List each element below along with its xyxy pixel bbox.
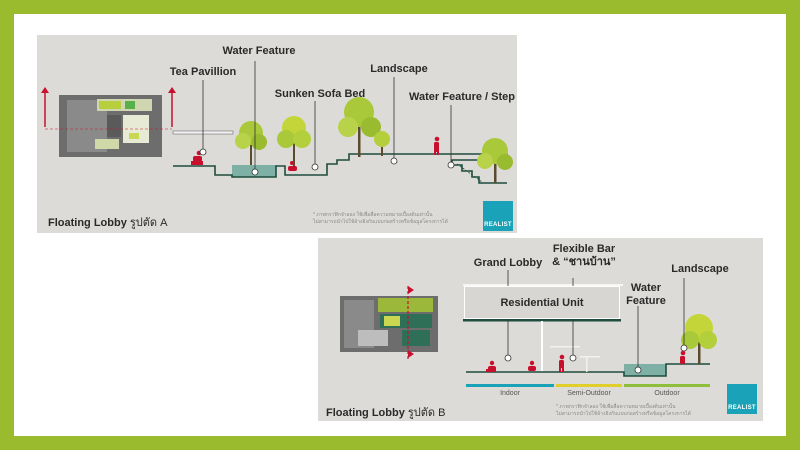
tree-icon <box>477 138 513 183</box>
section-b-ground-line <box>466 363 710 377</box>
caption-title: Floating Lobby <box>326 407 405 419</box>
realist-logo: REALIST <box>483 201 513 231</box>
caption-title: Floating Lobby <box>48 217 127 229</box>
tree-icon <box>277 116 311 167</box>
section-a-drawing <box>41 61 513 184</box>
label-grand-lobby: Grand Lobby <box>473 257 543 269</box>
section-a-ground-line <box>173 153 508 184</box>
tree-icon <box>374 131 390 156</box>
zone-bar-indoor <box>466 384 554 387</box>
person-icon <box>559 354 565 372</box>
disclaimer-note: * ภาพกราฟิกจำลอง ใช้เพื่อสื่อความหมายเบื… <box>313 212 448 225</box>
caption-section-b: Floating Lobby รูปตัด B <box>326 403 445 421</box>
residential-slab <box>463 319 621 322</box>
person-icon <box>680 350 686 364</box>
zone-bar-semi-outdoor <box>556 384 622 387</box>
label-landscape: Landscape <box>671 263 729 275</box>
section-b-panel: Residential Unit Grand Lobby Flexible Ba… <box>318 238 763 421</box>
label-water-feature: Water Feature <box>222 45 296 57</box>
person-icon <box>528 360 536 371</box>
section-b-site-plan <box>340 286 438 360</box>
section-a-panel: Tea Pavillion Water Feature Sunken Sofa … <box>37 35 517 233</box>
zone-label-indoor: Indoor <box>500 390 520 397</box>
tree-icon <box>681 314 717 364</box>
residential-unit-block: Residential Unit <box>464 286 620 319</box>
person-icon <box>486 360 496 372</box>
section-b-drawing <box>340 270 717 387</box>
label-sunken-sofa-bed: Sunken Sofa Bed <box>274 88 366 100</box>
zone-bar-outdoor <box>624 384 710 387</box>
tree-icon <box>235 121 267 165</box>
zone-label-semi-outdoor: Semi-Outdoor <box>567 390 611 397</box>
realist-logo: REALIST <box>727 384 757 414</box>
person-icon <box>288 161 297 171</box>
person-icon <box>434 136 440 155</box>
label-tea-pavilion: Tea Pavillion <box>169 66 237 78</box>
section-a-site-plan <box>41 87 176 157</box>
caption-subtitle: รูปตัด B <box>407 407 446 419</box>
label-flexible-bar: Flexible Bar & “ชานบ้าน” <box>552 243 616 268</box>
water-feature-basin <box>624 364 666 376</box>
disclaimer-note: * ภาพกราฟิกจำลอง ใช้เพื่อสื่อความหมายเบื… <box>556 404 691 417</box>
zone-label-outdoor: Outdoor <box>654 390 680 397</box>
label-water-feature-step: Water Feature / Step <box>409 91 515 103</box>
caption-subtitle: รูปตัด A <box>129 217 168 229</box>
caption-section-a: Floating Lobby รูปตัด A <box>48 213 167 231</box>
label-water-feature: Water Feature <box>626 282 666 307</box>
label-landscape: Landscape <box>370 63 428 75</box>
tree-icon <box>338 97 381 157</box>
